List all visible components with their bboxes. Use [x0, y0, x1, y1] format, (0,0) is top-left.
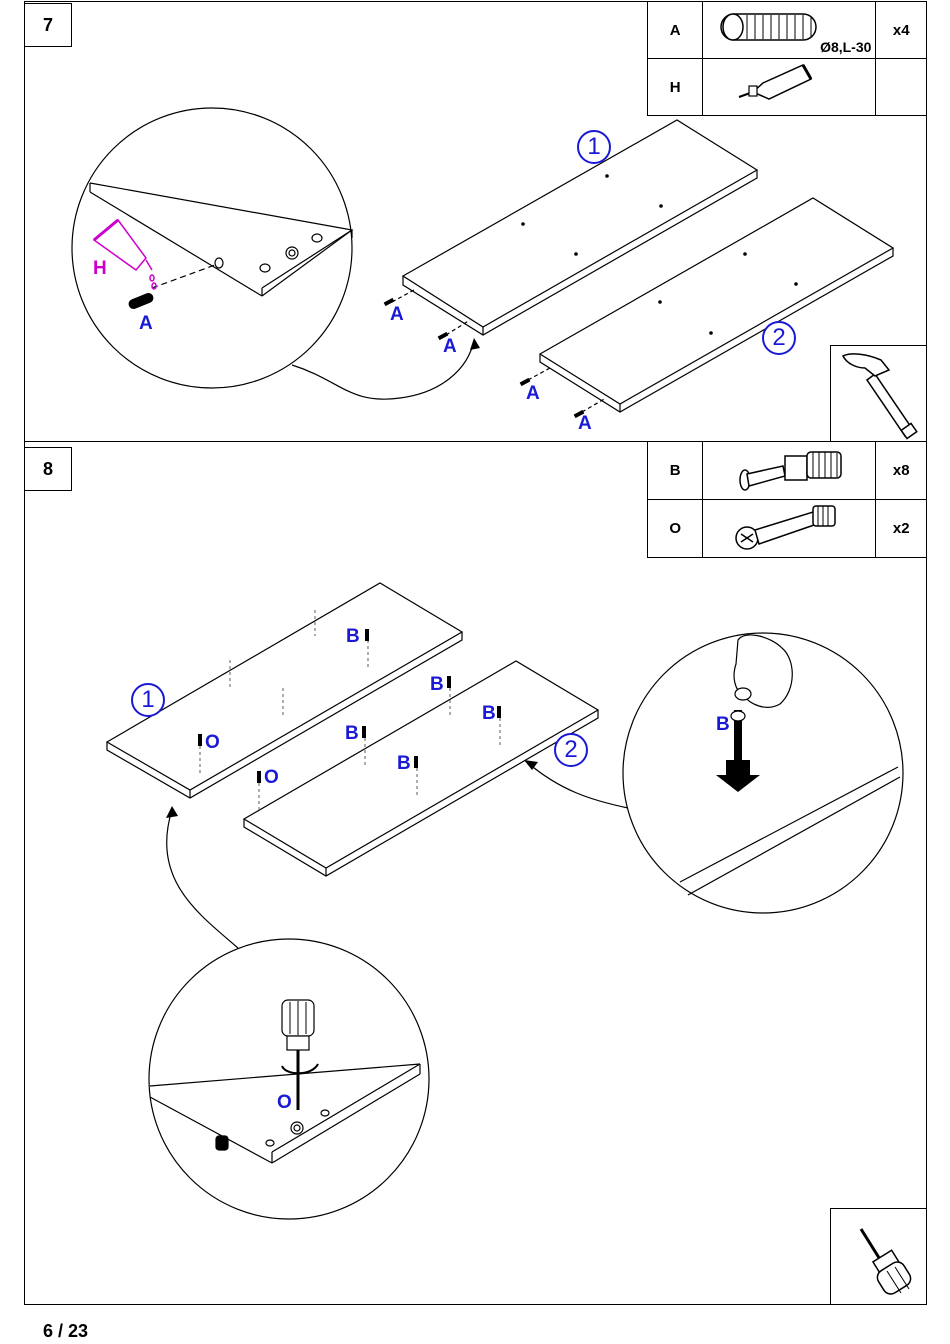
step-7-detail-circle [72, 108, 352, 388]
dowel-label: A [578, 413, 592, 435]
cam-label: O [205, 732, 220, 754]
screwdriver-icon [831, 1209, 928, 1306]
glue-label: H [93, 258, 107, 280]
bolt-label: B [716, 714, 730, 736]
bolt-label: B [430, 674, 444, 696]
panel-2-number: 2 [762, 321, 796, 355]
bolt-label: B [346, 626, 360, 648]
hammer-tool-box [830, 345, 927, 442]
bolt-label: B [397, 753, 411, 775]
hammer-icon [831, 346, 928, 443]
dowel-label: A [390, 304, 404, 326]
cam-label: O [277, 1092, 292, 1114]
bolt-label: B [345, 723, 359, 745]
page-number: 6 / 23 [43, 1321, 88, 1342]
step-8-cam-detail-circle [149, 939, 429, 1219]
dowel-label: A [526, 383, 540, 405]
panel-1-number: 1 [131, 683, 165, 717]
dowel-label: A [139, 313, 153, 335]
panel-2-number: 2 [554, 733, 588, 767]
cam-label: O [264, 767, 279, 789]
bolt-label: B [482, 703, 496, 725]
dowel-label: A [443, 336, 457, 358]
panel-1-number: 1 [577, 130, 611, 164]
screwdriver-tool-box [830, 1208, 927, 1305]
